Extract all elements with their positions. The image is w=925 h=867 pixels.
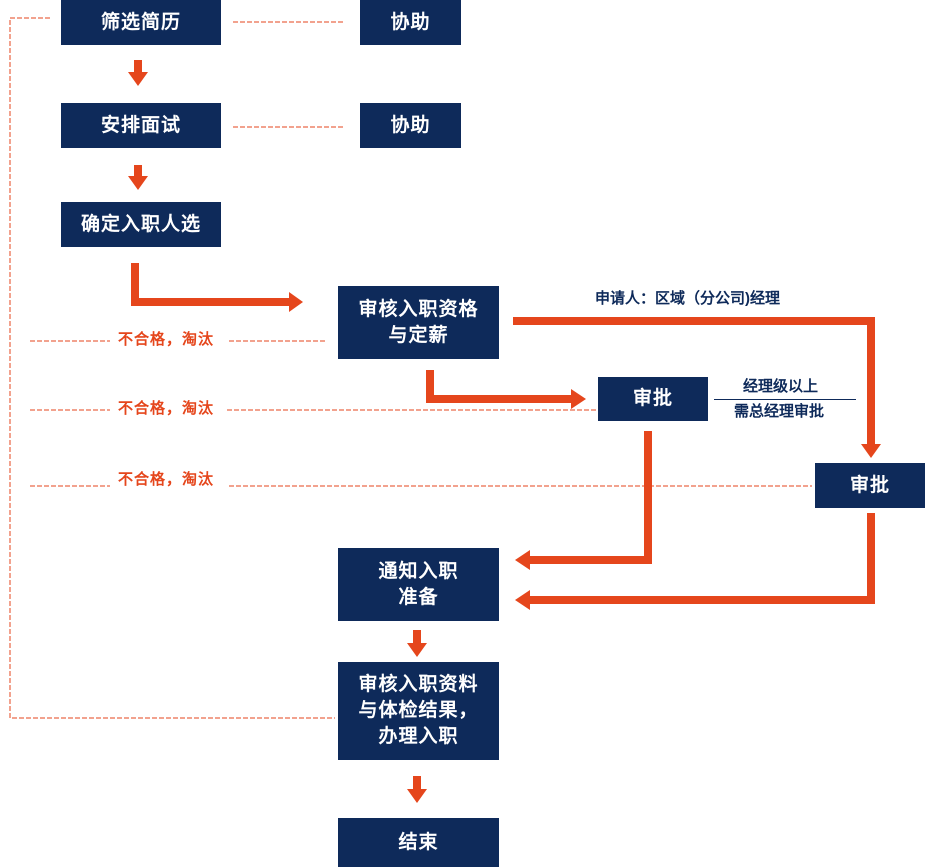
arrow-confirm-to-qualification <box>131 263 303 312</box>
reject-label-2: 不合格，淘汰 <box>118 400 215 417</box>
box-label: 筛选简历 <box>100 11 181 33</box>
gm-approval-note: 需总经理审批 <box>734 403 825 420</box>
box-approve-right: 审批 <box>815 463 925 508</box>
box-assist-1: 协助 <box>360 0 461 45</box>
box-label-line-2: 与体检结果， <box>358 700 479 721</box>
box-label-line-1: 审核入职资料 <box>358 674 479 695</box>
box-arrange-interview: 安排面试 <box>61 103 221 148</box>
arrow-qualification-to-approve-right <box>513 317 881 458</box>
box-label: 审批 <box>632 388 673 409</box>
arrow-interview-to-confirm <box>128 165 148 190</box>
box-assist-2: 协助 <box>360 103 461 148</box>
box-label: 协助 <box>390 114 431 136</box>
box-approve-middle: 审批 <box>598 377 708 421</box>
arrow-qualification-to-approve-middle <box>426 370 586 409</box>
arrow-approve-middle-to-notify <box>515 431 652 570</box>
box-review-documents: 审核入职资料 与体检结果， 办理入职 <box>338 662 499 760</box>
box-label: 协助 <box>390 11 431 33</box>
arrow-approve-right-to-notify <box>515 513 875 610</box>
applicant-note: 申请人：区域（分公司)经理 <box>595 290 780 307</box>
arrow-notify-to-documents <box>407 630 427 657</box>
box-label-line-1: 审核入职资格 <box>358 298 479 320</box>
box-label: 审批 <box>849 474 890 496</box>
arrow-documents-to-end <box>407 776 427 803</box>
box-label-line-1: 通知入职 <box>378 560 459 582</box>
box-label: 安排面试 <box>100 114 181 136</box>
box-review-qualification: 审核入职资格 与定薪 <box>338 286 499 359</box>
box-label: 确定入职人选 <box>80 213 201 235</box>
box-label-line-2: 准备 <box>398 586 439 608</box>
box-screen-resumes: 筛选简历 <box>61 0 221 45</box>
box-label-line-2: 与定薪 <box>388 324 449 346</box>
reject-label-3: 不合格，淘汰 <box>118 471 215 488</box>
box-label-line-3: 办理入职 <box>378 726 459 747</box>
box-notify-onboarding: 通知入职 准备 <box>338 548 499 621</box>
note-divider <box>714 399 856 400</box>
manager-level-note: 经理级以上 <box>743 378 819 395</box>
reject-label-1: 不合格，淘汰 <box>118 331 215 348</box>
box-label: 结束 <box>398 831 439 853</box>
left-loop-connector <box>9 17 335 719</box>
arrow-screen-to-interview <box>128 60 148 86</box>
box-end: 结束 <box>338 818 499 867</box>
box-confirm-candidate: 确定入职人选 <box>61 202 221 247</box>
